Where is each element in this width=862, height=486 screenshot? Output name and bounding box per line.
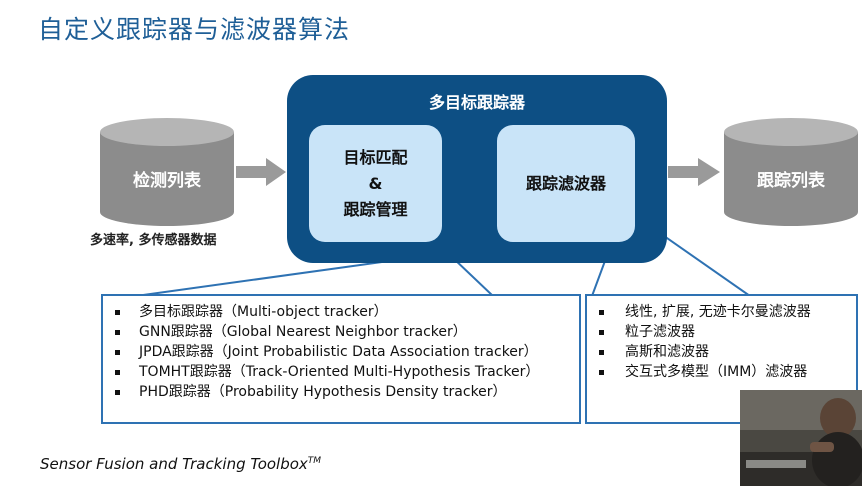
multi-object-tracker-box: 多目标跟踪器 目标匹配 & 跟踪管理 跟踪滤波器	[287, 75, 667, 263]
assignment-and-track-management-box: 目标匹配 & 跟踪管理	[309, 125, 442, 242]
presenter-video-image	[740, 390, 862, 486]
assignment-line-3: 跟踪管理	[343, 199, 408, 219]
list-item: 粒子滤波器	[587, 322, 856, 342]
footer-text: Sensor Fusion and Tracking Toolbox	[40, 455, 308, 473]
arrow-tracker-to-output	[668, 158, 720, 186]
detections-list-label: 检测列表	[133, 171, 201, 191]
presenter-webcam-inset	[740, 390, 862, 486]
arrow-input-to-tracker	[236, 158, 286, 186]
tracks-list-cylinder: 跟踪列表	[724, 118, 858, 226]
tracking-filter-box: 跟踪滤波器	[497, 125, 635, 242]
input-caption: 多速率, 多传感器数据	[90, 233, 217, 248]
list-item: 多目标跟踪器（Multi-object tracker）	[103, 302, 579, 322]
bullet-icon	[115, 350, 120, 355]
list-item: 线性, 扩展, 无迹卡尔曼滤波器	[587, 302, 856, 322]
filters-callout: 线性, 扩展, 无迹卡尔曼滤波器 粒子滤波器 高斯和滤波器 交互式多模型（IMM…	[585, 294, 858, 424]
list-item: PHD跟踪器（Probability Hypothesis Density tr…	[103, 382, 579, 402]
bullet-icon	[115, 330, 120, 335]
trademark-mark: TM	[307, 456, 322, 466]
bullet-icon	[115, 390, 120, 395]
trackers-callout: 多目标跟踪器（Multi-object tracker） GNN跟踪器（Glob…	[101, 294, 581, 424]
bullet-icon	[599, 330, 604, 335]
toolbox-footer: Sensor Fusion and Tracking ToolboxTM	[40, 455, 321, 473]
detections-list-cylinder: 检测列表	[100, 118, 234, 226]
tracker-title: 多目标跟踪器	[428, 93, 525, 112]
slide-title: 自定义跟踪器与滤波器算法	[38, 15, 351, 44]
tracking-filter-label: 跟踪滤波器	[525, 173, 606, 193]
list-item: TOMHT跟踪器（Track-Oriented Multi-Hypothesis…	[103, 362, 579, 382]
bullet-icon	[599, 310, 604, 315]
list-item: GNN跟踪器（Global Nearest Neighbor tracker）	[103, 322, 579, 342]
list-item: 高斯和滤波器	[587, 342, 856, 362]
list-item: 交互式多模型（IMM）滤波器	[587, 362, 856, 382]
bullet-icon	[115, 310, 120, 315]
bullet-icon	[115, 370, 120, 375]
bullet-icon	[599, 370, 604, 375]
assignment-line-1: 目标匹配	[343, 147, 408, 167]
assignment-line-2: &	[368, 173, 383, 193]
bullet-icon	[599, 350, 604, 355]
tracks-list-label: 跟踪列表	[757, 171, 825, 191]
list-item: JPDA跟踪器（Joint Probabilistic Data Associa…	[103, 342, 579, 362]
